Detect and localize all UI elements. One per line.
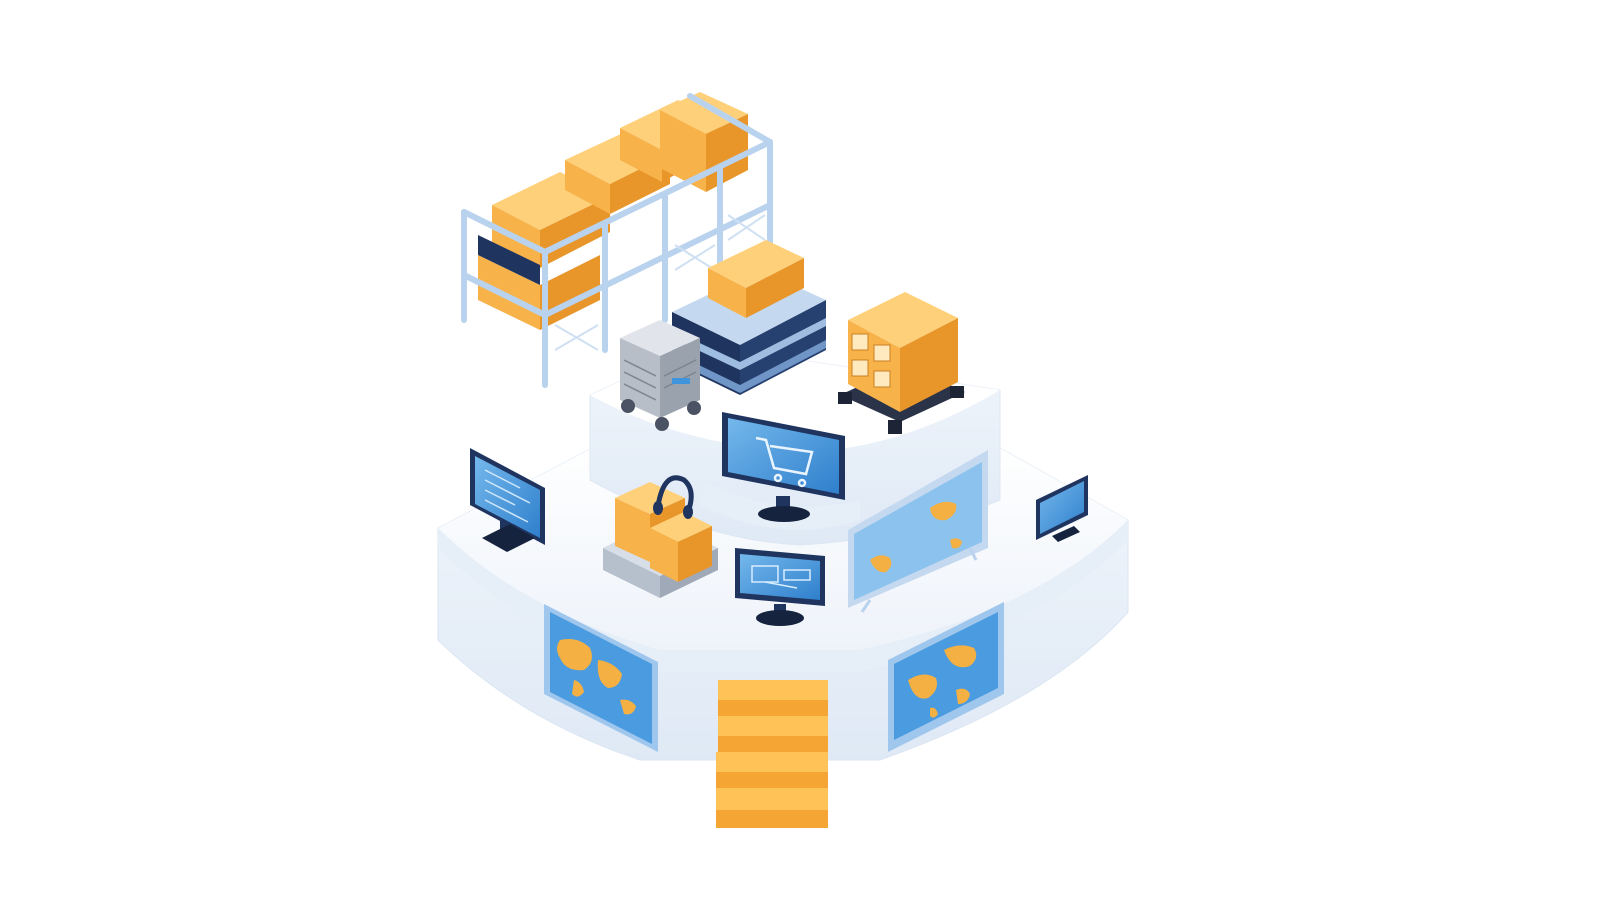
- shopping-cart-monitor: [722, 412, 845, 522]
- cart-icon: [755, 436, 814, 488]
- stacked-pallet-crates: [672, 240, 826, 395]
- right-world-map-panel: [888, 602, 1004, 752]
- headset-boxes: [603, 475, 718, 598]
- center-monitor: [735, 548, 825, 626]
- map-display: [848, 450, 988, 613]
- box-on-pallet: [838, 292, 965, 434]
- orange-staircase: [716, 680, 828, 828]
- world-map-icon: [870, 501, 962, 573]
- world-map-icon: [557, 639, 636, 715]
- warehouse-shelving: [461, 92, 773, 388]
- world-map-icon: [908, 645, 977, 718]
- right-small-monitor: [1036, 475, 1088, 542]
- server-robot: [620, 320, 701, 431]
- left-world-map-panel: [544, 604, 658, 752]
- headset-icon: [655, 475, 694, 513]
- left-monitor: [470, 448, 545, 552]
- shelf-top-boxes: [492, 92, 748, 268]
